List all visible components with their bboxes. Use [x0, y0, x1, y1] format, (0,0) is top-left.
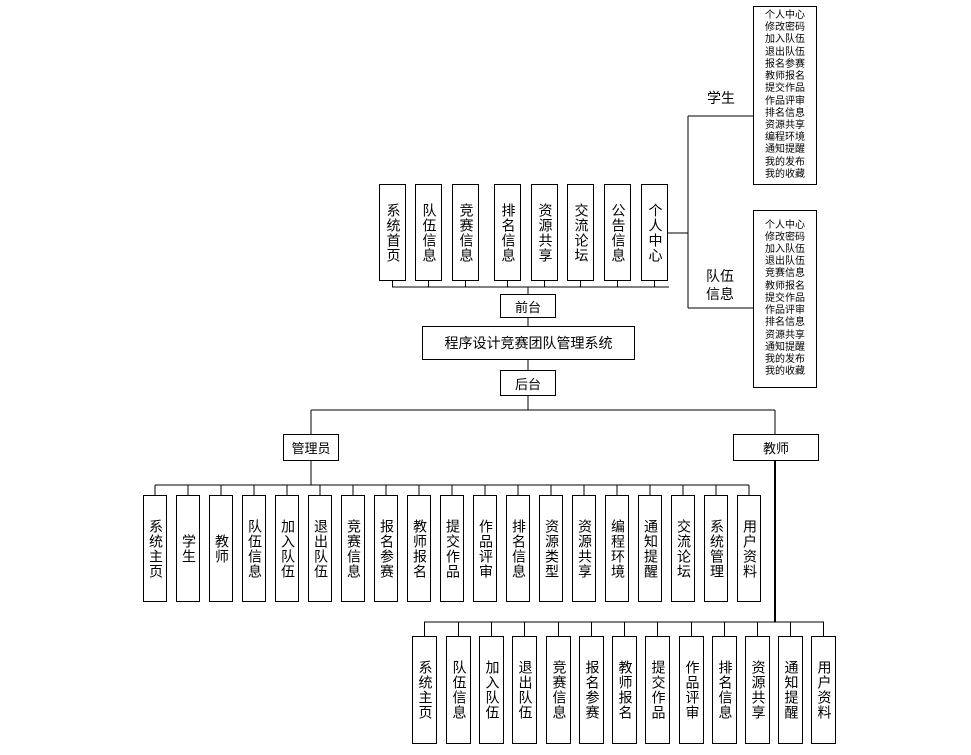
front-module-7: 公告信息: [604, 184, 631, 281]
teacher-module-11: 资源共享: [745, 636, 770, 744]
admin-module-18: 系统管理: [704, 495, 728, 602]
admin-module-19: 用户资料: [737, 495, 761, 602]
team-function-items: 个人中心 修改密码 加入队伍 退出队伍 竞赛信息 教师报名 提交作品 作品评审 …: [765, 219, 805, 378]
admin-module-16: 通知提醒: [638, 495, 662, 602]
front-module-5: 资源共享: [531, 184, 558, 281]
admin-module-1: 系统主页: [143, 495, 167, 602]
admin-module-3: 教师: [209, 495, 233, 602]
system-title-box: 程序设计竞赛团队管理系统: [422, 326, 635, 360]
teacher-module-3: 加入队伍: [479, 636, 504, 744]
teacher-module-5: 竞赛信息: [546, 636, 571, 744]
teacher-module-1: 系统主页: [412, 636, 437, 744]
teacher-module-10: 排名信息: [712, 636, 737, 744]
teacher-role-box: 教师: [733, 434, 819, 461]
admin-module-9: 教师报名: [407, 495, 431, 602]
admin-role-box: 管理员: [283, 434, 339, 461]
teacher-module-8: 提交作品: [645, 636, 670, 744]
admin-module-15: 编程环境: [605, 495, 629, 602]
admin-module-11: 作品评审: [473, 495, 497, 602]
front-box: 前台: [500, 294, 556, 318]
admin-module-5: 加入队伍: [275, 495, 299, 602]
admin-module-2: 学生: [176, 495, 200, 602]
teacher-module-7: 教师报名: [612, 636, 637, 744]
admin-module-10: 提交作品: [440, 495, 464, 602]
admin-module-4: 队伍信息: [242, 495, 266, 602]
front-module-2: 队伍信息: [415, 184, 442, 281]
admin-module-13: 资源类型: [539, 495, 563, 602]
front-module-1: 系统首页: [379, 184, 406, 281]
back-box: 后台: [500, 370, 556, 396]
team-function-list: 个人中心 修改密码 加入队伍 退出队伍 竞赛信息 教师报名 提交作品 作品评审 …: [753, 210, 817, 388]
admin-module-8: 报名参赛: [374, 495, 398, 602]
front-module-6: 交流论坛: [567, 184, 594, 281]
front-module-4: 排名信息: [494, 184, 521, 281]
admin-module-6: 退出队伍: [308, 495, 332, 602]
admin-module-7: 竞赛信息: [341, 495, 365, 602]
team-branch-label: 队伍信息: [706, 269, 734, 304]
teacher-module-9: 作品评审: [679, 636, 704, 744]
front-module-8: 个人中心: [641, 184, 668, 281]
admin-module-14: 资源共享: [572, 495, 596, 602]
teacher-module-13: 用户资料: [811, 636, 836, 744]
teacher-module-4: 退出队伍: [512, 636, 537, 744]
teacher-module-2: 队伍信息: [446, 636, 471, 744]
front-module-3: 竞赛信息: [452, 184, 479, 281]
admin-module-12: 排名信息: [506, 495, 530, 602]
teacher-module-12: 通知提醒: [778, 636, 803, 744]
teacher-module-6: 报名参赛: [579, 636, 604, 744]
student-function-list: 个人中心 修改密码 加入队伍 退出队伍 报名参赛 教师报名 提交作品 作品评审 …: [753, 6, 817, 185]
admin-module-17: 交流论坛: [671, 495, 695, 602]
student-branch-label: 学生: [707, 91, 735, 107]
student-function-items: 个人中心 修改密码 加入队伍 退出队伍 报名参赛 教师报名 提交作品 作品评审 …: [765, 10, 805, 180]
